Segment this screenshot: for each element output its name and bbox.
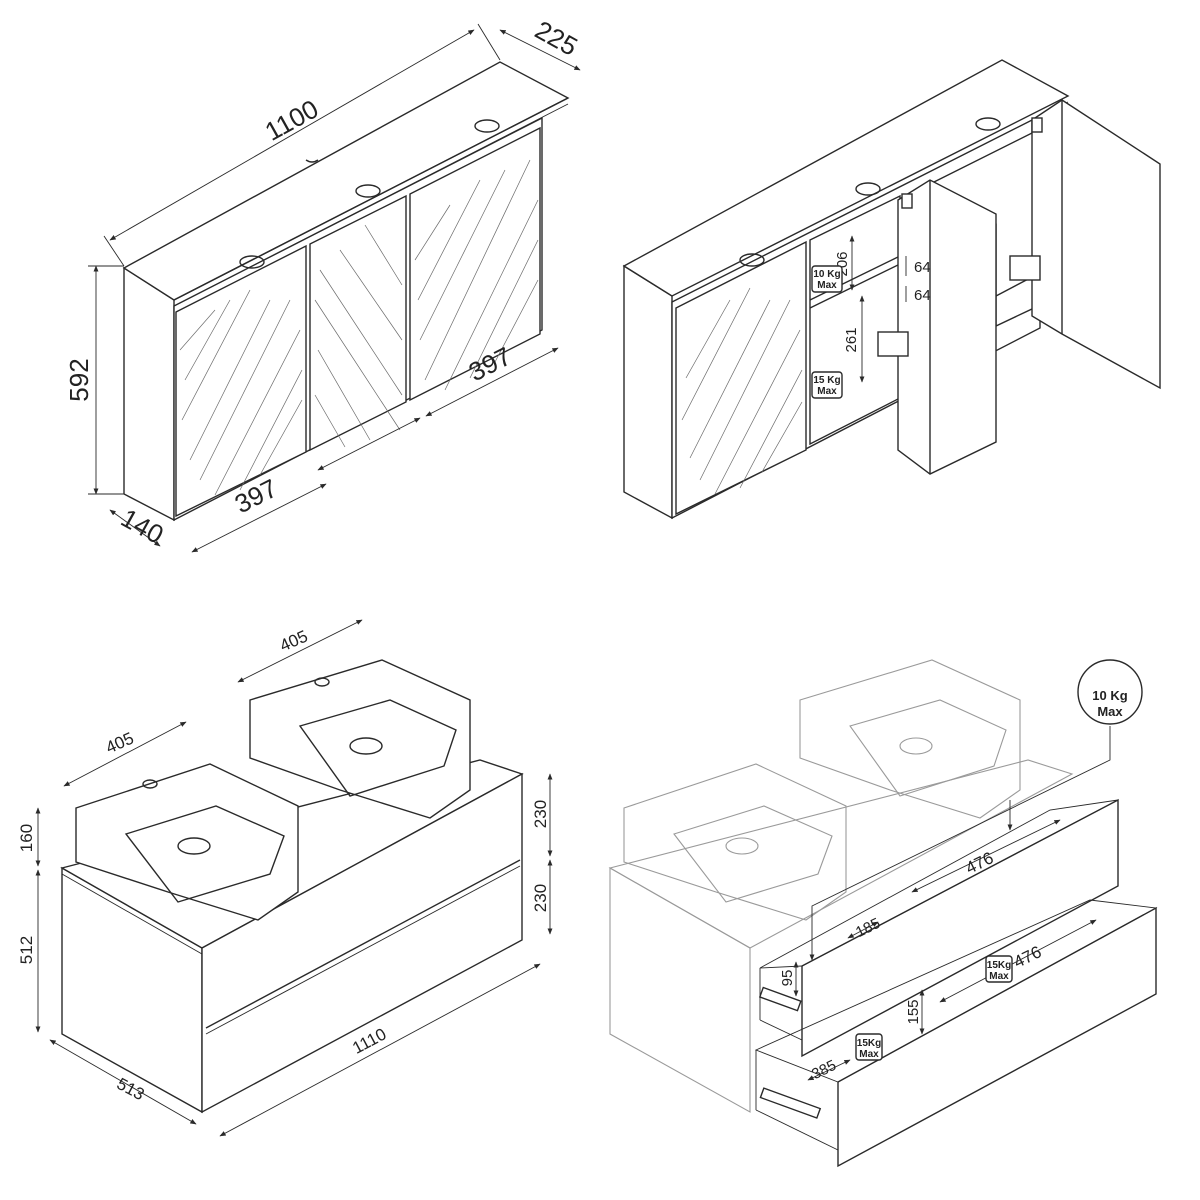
svg-text:10 Kg: 10 Kg [813, 269, 840, 280]
mirror-cabinet-closed-view: 1100 225 592 140 397 397 [64, 14, 583, 553]
cabinet-side-panel [123, 266, 175, 522]
basin-left [75, 763, 299, 921]
open-mirror-door-right [1031, 99, 1161, 390]
dim-drawer-bottom: 230 [531, 884, 550, 912]
mirror-cabinet-open-view: 206 261 64 64 10 Kg Max 15 Kg Max [622, 59, 1161, 520]
dim-mirror-height: 592 [64, 358, 94, 401]
dim-inner-b: 95 [779, 970, 796, 987]
weight-limit-badge: 10 Kg Max [811, 265, 843, 293]
vanity-open-view: 10 Kg Max 476 476 185 95 155 385 15Kg Ma… [608, 659, 1158, 1168]
hinge-icon [877, 331, 909, 357]
weight-limit-badge: 15Kg Max [985, 955, 1013, 983]
mirror-door-left [175, 244, 307, 518]
svg-text:15Kg: 15Kg [857, 1038, 881, 1049]
open-view-mirror-door-left [675, 240, 807, 516]
open-mirror-door-middle [897, 179, 997, 475]
hinge-icon [901, 193, 913, 209]
dim-shelf-gap-b: 64 [914, 287, 931, 304]
svg-text:Max: Max [817, 280, 837, 291]
dim-basin-right: 405 [277, 627, 311, 656]
dim-basin-height: 160 [17, 824, 36, 852]
svg-text:15Kg: 15Kg [987, 960, 1011, 971]
dim-mirror-width: 1100 [260, 93, 323, 146]
weight-limit-badge: 15 Kg Max [811, 371, 843, 399]
svg-text:15 Kg: 15 Kg [813, 375, 840, 386]
dim-drawer-top: 230 [531, 800, 550, 828]
svg-text:Max: Max [989, 971, 1009, 982]
svg-text:Max: Max [817, 386, 837, 397]
vanity-closed-view: 405 405 160 512 230 230 1110 513 [17, 619, 553, 1137]
ghost-vanity-outline [608, 659, 1074, 1113]
drawer-runner-icon [759, 1087, 822, 1119]
dim-inner-c: 155 [905, 999, 922, 1024]
dim-shelf-lower: 261 [843, 327, 860, 352]
dim-mirror-depth: 225 [530, 14, 582, 61]
dim-cabinet-height: 512 [17, 936, 36, 964]
open-cabinet-side-panel [623, 264, 673, 520]
dim-drawer-depth-b: 476 [1011, 942, 1045, 972]
svg-text:Max: Max [1097, 704, 1123, 719]
dim-shelf-gap-a: 64 [914, 259, 931, 276]
basin-right [249, 659, 471, 819]
weight-limit-badge: 15Kg Max [855, 1033, 883, 1061]
hinge-icon [1031, 117, 1043, 133]
svg-text:Max: Max [859, 1049, 879, 1060]
dim-basin-left: 405 [103, 729, 137, 758]
weight-limit-callout: 10 Kg Max [1077, 659, 1143, 725]
dim-inner-d: 385 [809, 1057, 839, 1083]
open-cabinet-top-board [622, 59, 1070, 297]
drawer-runner-icon [758, 986, 802, 1012]
hinge-icon [1009, 255, 1041, 281]
svg-text:10 Kg: 10 Kg [1092, 688, 1127, 703]
